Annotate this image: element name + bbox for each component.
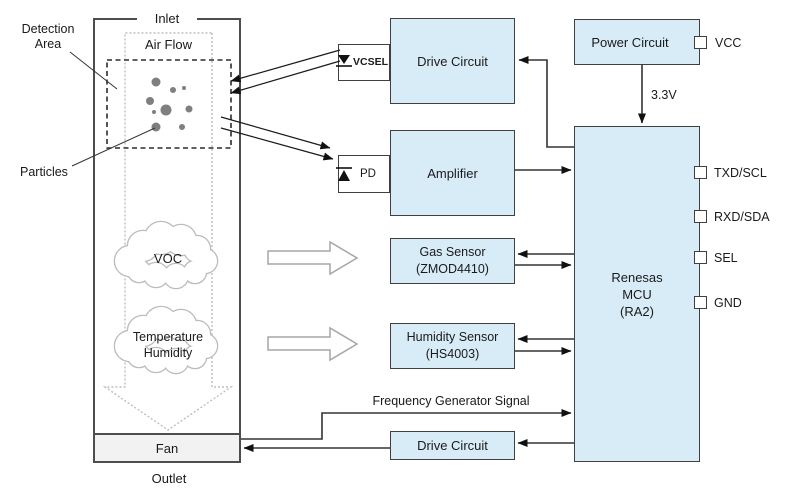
gas-sensor-name: Gas Sensor [419,245,486,259]
vcsel-block [338,44,390,81]
humidity-to-sensor-arrow [267,326,359,362]
mcu-to-drive-top-line [518,56,574,148]
power-circuit-block: Power Circuit [574,19,700,65]
drive-circuit-bottom-block: Drive Circuit [390,431,515,460]
amplifier-block: Amplifier [390,130,515,216]
gnd-pin-label: GND [714,296,742,310]
outlet-label: Outlet [151,471,187,486]
air-channel [93,18,241,463]
detection-area-label: Detection Area [21,22,75,51]
pd-block [338,155,390,193]
drive-circuit-top-block: Drive Circuit [390,18,515,104]
mcu-type: MCU [622,286,652,302]
amplifier-label: Amplifier [427,165,478,181]
frequency-signal-label: Frequency Generator Signal [372,394,530,408]
mcu-vendor: Renesas [611,269,663,285]
mcu-part: (RA2) [620,303,654,319]
gas-sensor-part: (ZMOD4410) [416,262,489,276]
fan-block: Fan [93,433,241,463]
particles-label: Particles [20,165,68,179]
drive-circuit-top-label: Drive Circuit [417,53,488,69]
fan-label: Fan [155,440,179,456]
drive-circuit-bottom-label: Drive Circuit [417,438,488,453]
gas-sensor-block: Gas Sensor (ZMOD4410) [390,238,515,284]
humidity-sensor-part: (HS4003) [425,347,480,361]
flow-arrows [267,240,359,362]
rxd-sda-pin-label: RXD/SDA [714,210,770,224]
voc-to-gas-arrow [267,240,359,276]
vcc-pin-label: VCC [715,36,742,50]
humidity-sensor-name: Humidity Sensor [406,330,499,344]
humidity-sensor-block: Humidity Sensor (HS4003) [390,323,515,369]
txd-scl-pin-label: TXD/SCL [714,166,767,180]
mcu-block: Renesas MCU (RA2) [574,126,700,462]
sel-pin-label: SEL [714,251,738,265]
power-circuit-label: Power Circuit [591,34,669,50]
supply-voltage-label: 3.3V [651,88,677,102]
